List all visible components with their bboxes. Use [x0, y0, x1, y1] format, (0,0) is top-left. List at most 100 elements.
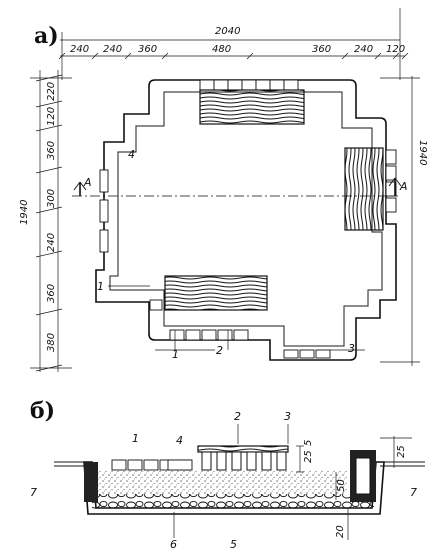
dim-tick	[35, 124, 63, 132]
s-callout-4: 4	[176, 434, 183, 447]
callout-1b: 1	[172, 348, 179, 361]
paving-slab	[127, 459, 143, 471]
paving-slab	[167, 459, 193, 471]
dim-tick	[392, 52, 400, 60]
section-callouts: 1 2 3 4 5 6 7 7	[30, 410, 417, 551]
section-line: A A	[72, 176, 408, 197]
dim-tick	[58, 52, 66, 60]
dim-tick	[35, 364, 63, 372]
dim-tick	[35, 250, 63, 258]
top-seg-6: 240	[354, 44, 373, 55]
wood-board-bottom	[164, 275, 268, 311]
top-total-dim: 2040	[215, 26, 240, 37]
section-label: б)	[30, 398, 55, 424]
top-seg-5: 360	[312, 44, 331, 55]
curb-block	[201, 329, 217, 341]
curb-block	[213, 79, 229, 91]
plan-outline	[95, 79, 397, 361]
dim-tick	[124, 52, 132, 60]
curb-block	[99, 229, 109, 253]
section-view: 25 5 25 50 20	[54, 436, 425, 540]
callout-2: 2	[216, 344, 223, 357]
left-dimension: 1940 220 120 360 300 240 360 380	[19, 70, 72, 372]
top-seg-1: 240	[70, 44, 89, 55]
curb-block	[269, 79, 285, 91]
s-callout-5: 5	[230, 538, 237, 551]
left-seg-7: 380	[46, 333, 57, 352]
dim-tick	[35, 100, 63, 108]
top-seg-4: 480	[212, 44, 231, 55]
left-seg-3: 360	[46, 141, 57, 160]
curb-block	[227, 79, 243, 91]
section-dim-bottom: 20	[335, 525, 346, 538]
left-curb	[84, 462, 98, 502]
curb-block	[149, 299, 163, 311]
dim-tick	[401, 52, 409, 60]
curb-block	[233, 329, 249, 341]
curb-block	[385, 165, 397, 181]
left-seg-5: 240	[46, 233, 57, 252]
dim-tick	[35, 74, 63, 82]
paving-slab	[143, 459, 159, 471]
curb-block	[299, 349, 315, 359]
dim-tick	[374, 52, 382, 60]
dim-tick	[246, 52, 254, 60]
deck-support	[276, 451, 287, 471]
curb-block	[255, 79, 271, 91]
top-seg-7: 120	[386, 44, 405, 55]
wood-board-top	[199, 89, 305, 125]
top-seg-3: 360	[138, 44, 157, 55]
curb-block	[283, 349, 299, 359]
deck-support	[216, 451, 227, 471]
deck-board	[197, 445, 289, 453]
left-seg-4: 300	[46, 189, 57, 208]
section-dim-low: 50	[336, 479, 347, 492]
callout-3: 3	[348, 342, 355, 355]
dim-tick	[161, 52, 169, 60]
left-total-dim: 1940	[19, 200, 30, 225]
s-callout-6: 6	[170, 538, 177, 551]
wood-board-right	[344, 147, 384, 231]
curb-block	[217, 329, 233, 341]
plan-label: a)	[34, 23, 59, 49]
curb-block	[199, 79, 215, 91]
s-callout-7b: 7	[410, 486, 417, 499]
s-callout-7a: 7	[30, 486, 37, 499]
left-seg-2: 120	[46, 107, 57, 126]
right-dimension: 1940	[380, 76, 428, 366]
top-dimension: 2040 240 240 360 480 360 240 120	[58, 8, 409, 80]
dim-tick	[35, 308, 63, 316]
deck-support	[261, 451, 272, 471]
deck-support	[246, 451, 257, 471]
curb-block	[385, 197, 397, 213]
left-seg-1: 220	[46, 82, 57, 101]
section-dim-mid-b: 5	[303, 440, 314, 446]
curb-block	[283, 79, 299, 91]
curb-block	[241, 79, 257, 91]
deck-support	[231, 451, 242, 471]
deck-support	[201, 451, 212, 471]
paving-slab	[111, 459, 127, 471]
curb-block	[385, 149, 397, 165]
dim-tick	[35, 166, 63, 174]
plan-callouts: 1 1 2 3 4	[97, 148, 365, 361]
sand-layer	[96, 470, 348, 494]
dim-tick	[341, 52, 349, 60]
right-total-dim: 1940	[417, 140, 428, 165]
section-mark-left: A	[83, 176, 92, 189]
section-dim-mid-a: 25	[303, 450, 314, 463]
section-dim-right: 25	[396, 445, 407, 458]
curb-block	[185, 329, 201, 341]
s-callout-3: 3	[284, 410, 291, 423]
dim-tick	[91, 52, 99, 60]
section-mark-right: A	[399, 180, 408, 193]
curb-block	[169, 329, 185, 341]
top-seg-2: 240	[103, 44, 122, 55]
callout-4: 4	[128, 148, 135, 161]
left-seg-6: 360	[46, 284, 57, 303]
dim-tick	[35, 206, 63, 214]
curb-block	[99, 199, 109, 223]
curb-block	[315, 349, 331, 359]
